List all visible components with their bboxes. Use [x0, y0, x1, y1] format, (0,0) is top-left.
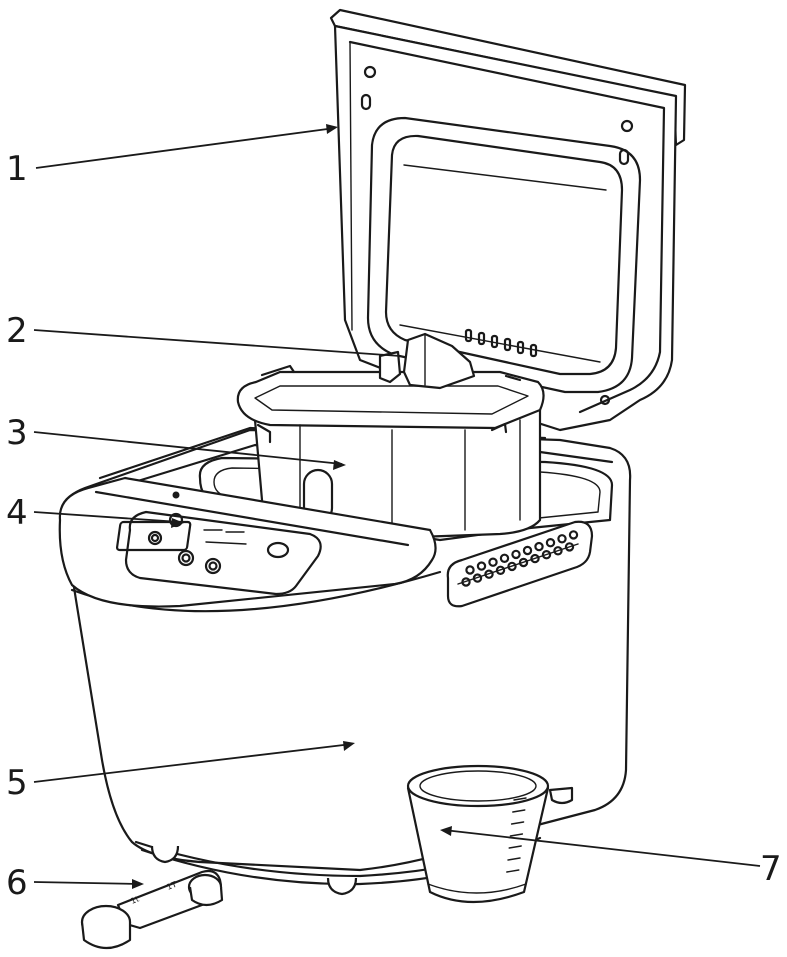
handle-dot: [518, 557, 529, 568]
spoon-mark-small: 1t: [129, 894, 140, 905]
lid-vent-slots: [464, 328, 538, 358]
callout-number-4: 4: [6, 493, 28, 533]
handle-dot: [530, 553, 540, 564]
handle-dot: [511, 549, 521, 560]
handle-dot: [545, 538, 556, 548]
callout-number-6: 6: [6, 863, 28, 903]
leader-line-1: [35, 127, 336, 169]
handle-dot: [461, 577, 471, 587]
lid: [329, 8, 687, 432]
handle-dot: [522, 545, 533, 556]
leader-line-5: [33, 743, 353, 783]
cup-graduation-tick: [510, 821, 525, 825]
cup-graduation-tick: [512, 809, 526, 813]
callout-number-1: 1: [6, 149, 28, 189]
handle-dot: [553, 546, 563, 556]
handle-dot: [534, 541, 544, 552]
cup-graduation-tick: [513, 797, 527, 801]
measuring-cup: [406, 764, 550, 904]
measuring-spoon: 1t 1T: [80, 869, 224, 950]
bread-pan: [236, 364, 545, 540]
spoon-mark-large: 1T: [165, 880, 178, 892]
handle-dot: [564, 542, 575, 552]
leader-line-6: [33, 881, 141, 885]
callout-number-7: 7: [760, 849, 782, 889]
handle-dot: [557, 534, 567, 544]
handle-dot: [495, 565, 506, 576]
handle-dot: [488, 557, 498, 567]
cup-graduation-tick: [509, 833, 524, 837]
control-panel: [58, 476, 437, 608]
leader-lines: [33, 124, 761, 889]
cup-graduation-tick: [508, 845, 522, 849]
leader-line-7: [443, 829, 761, 867]
cup-graduation-tick: [507, 857, 521, 861]
lcd-segment: [205, 541, 247, 545]
handle-dot: [507, 561, 517, 572]
handle-dot: [499, 553, 510, 564]
handle-dot: [465, 565, 475, 575]
handle-dot: [568, 530, 579, 540]
kneading-paddle: [378, 332, 476, 390]
leader-line-2: [33, 329, 401, 357]
callout-number-3: 3: [6, 413, 28, 453]
handle-dot: [472, 573, 483, 583]
handle-dot: [541, 550, 552, 560]
handle-dot: [484, 569, 494, 579]
cup-graduation-tick: [506, 869, 520, 873]
callout-number-5: 5: [6, 763, 28, 803]
handle-dot: [476, 561, 487, 571]
housing-feet: [150, 845, 358, 896]
leader-line-4: [33, 511, 181, 523]
callout-number-2: 2: [6, 311, 28, 351]
leader-line-3: [33, 431, 343, 465]
side-handle: [446, 520, 594, 608]
